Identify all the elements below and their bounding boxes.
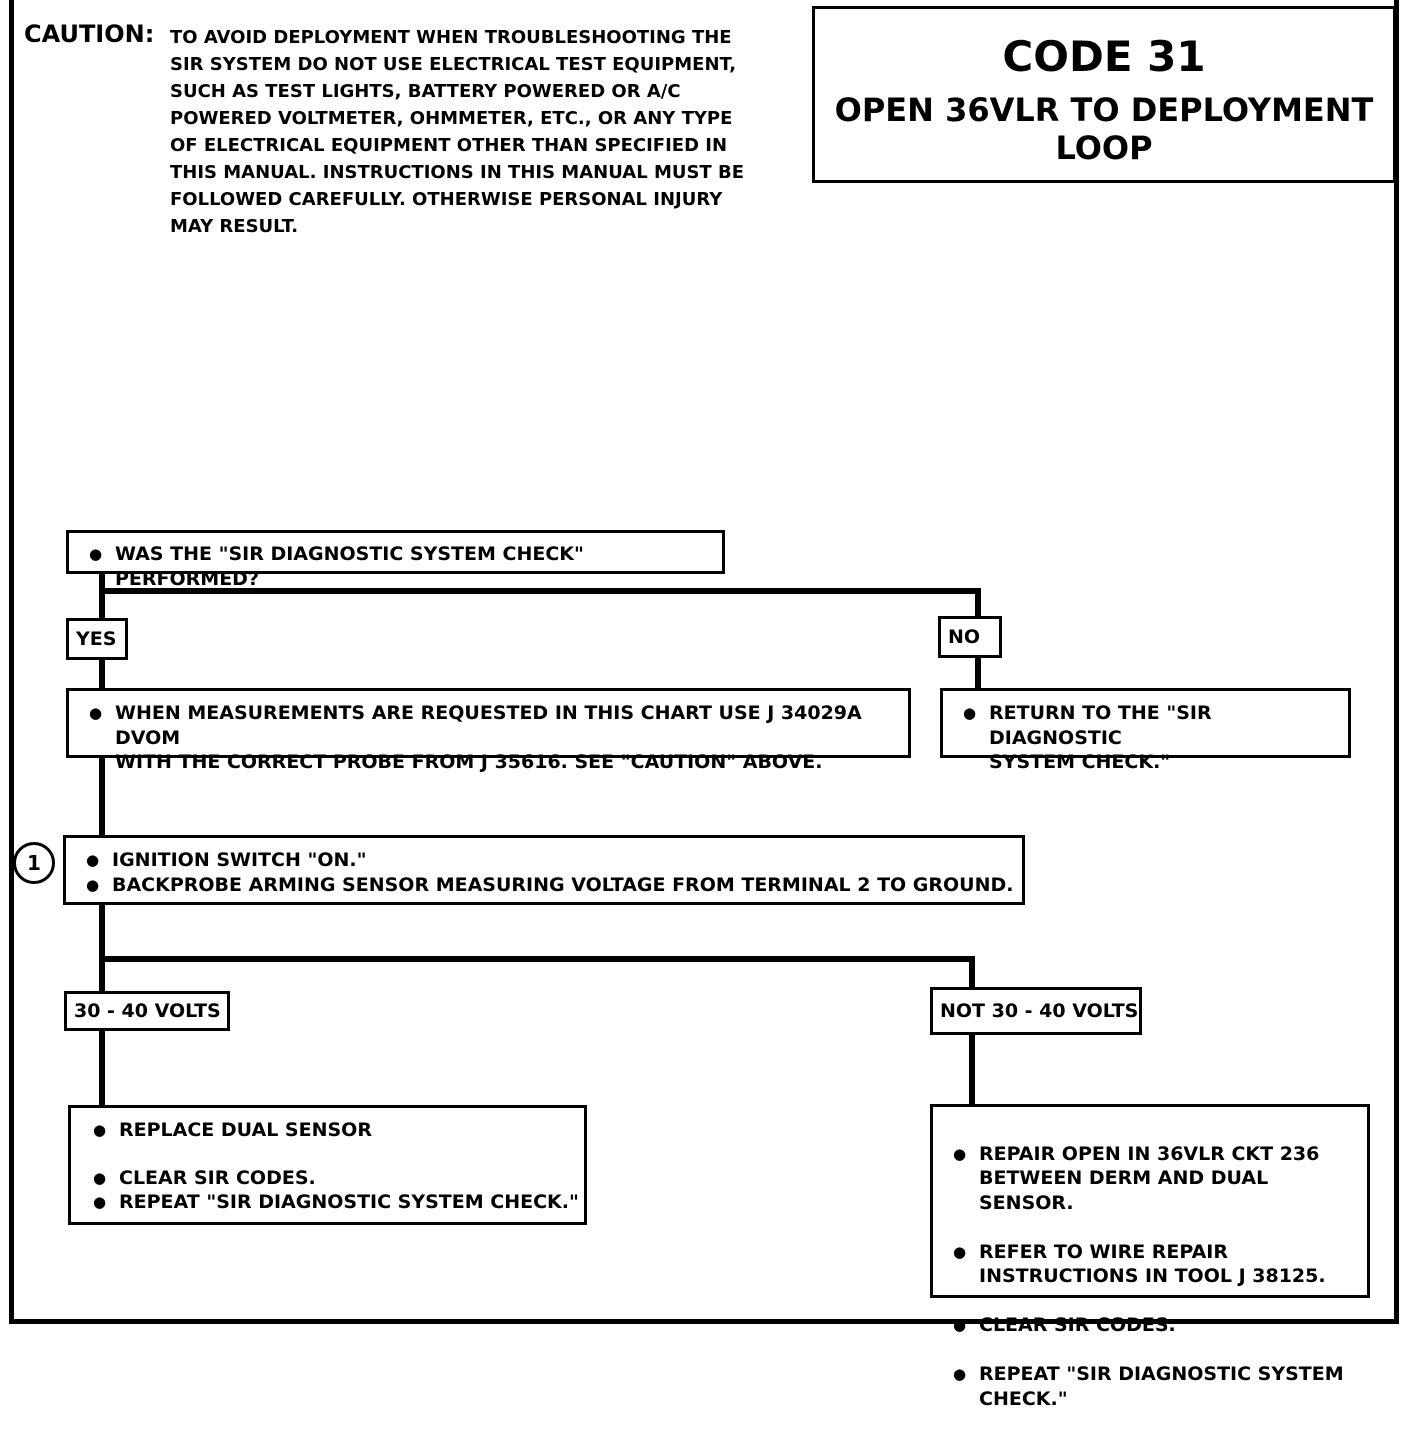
caution-heading: CAUTION:	[24, 20, 155, 48]
list-item: REPEAT "SIR DIAGNOSTIC SYSTEM CHECK."	[85, 1190, 584, 1215]
instruction-line: RETURN TO THE "SIR DIAGNOSTIC	[989, 702, 1212, 749]
caution-line: OF ELECTRICAL EQUIPMENT OTHER THAN SPECI…	[170, 135, 728, 156]
connector-line	[975, 588, 981, 618]
connector-line	[99, 658, 105, 690]
instruction-line: WHEN MEASUREMENTS ARE REQUESTED IN THIS …	[115, 702, 862, 749]
connector-line	[99, 572, 105, 622]
list-item: REPEAT "SIR DIAGNOSTIC SYSTEM CHECK."	[945, 1362, 1367, 1411]
list-item: CLEAR SIR CODES.	[945, 1313, 1367, 1338]
page-frame	[9, 0, 1399, 1324]
instruction-line: SYSTEM CHECK."	[989, 751, 1171, 773]
code-title-box: CODE 31 OPEN 36VLR TO DEPLOYMENT LOOP	[812, 6, 1398, 183]
step-number-marker: 1	[13, 842, 55, 884]
code-subtitle: OPEN 36VLR TO DEPLOYMENT LOOP	[815, 91, 1393, 167]
caution-line: SIR SYSTEM DO NOT USE ELECTRICAL TEST EQ…	[170, 54, 737, 75]
caution-line: TO AVOID DEPLOYMENT WHEN TROUBLESHOOTING…	[170, 27, 732, 48]
list-item: IGNITION SWITCH "ON."	[78, 848, 1022, 873]
no-label: NO	[938, 616, 1002, 658]
connector-line	[969, 1033, 975, 1107]
question-text: WAS THE "SIR DIAGNOSTIC SYSTEM CHECK" PE…	[81, 542, 722, 591]
list-item: CLEAR SIR CODES.	[85, 1166, 584, 1191]
connector-line	[99, 588, 981, 594]
list-item: REPAIR OPEN IN 36VLR CKT 236 BETWEEN DER…	[945, 1142, 1367, 1216]
in-range-label: 30 - 40 VOLTS	[64, 991, 230, 1031]
connector-line	[99, 1028, 105, 1108]
connector-line	[975, 656, 981, 690]
code-subtitle-line: OPEN 36VLR TO DEPLOYMENT	[834, 91, 1374, 129]
code-subtitle-line: LOOP	[1055, 129, 1153, 167]
list-item: WHEN MEASUREMENTS ARE REQUESTED IN THIS …	[81, 701, 908, 775]
caution-line: POWERED VOLTMETER, OHMMETER, ETC., OR AN…	[170, 108, 733, 129]
question-box: WAS THE "SIR DIAGNOSTIC SYSTEM CHECK" PE…	[66, 530, 725, 590]
repair-open-box: REPAIR OPEN IN 36VLR CKT 236 BETWEEN DER…	[930, 1104, 1370, 1410]
connector-line	[99, 756, 105, 837]
caution-text: TO AVOID DEPLOYMENT WHEN TROUBLESHOOTING…	[170, 24, 770, 240]
yes-label: YES	[66, 618, 128, 660]
replace-sensor-box: REPLACE DUAL SENSOR CLEAR SIR CODES. REP…	[68, 1105, 587, 1225]
caution-line: FOLLOWED CAREFULLY. OTHERWISE PERSONAL I…	[170, 189, 723, 210]
connector-line	[99, 903, 105, 993]
list-item: REFER TO WIRE REPAIR INSTRUCTIONS IN TOO…	[945, 1240, 1367, 1289]
caution-line: MAY RESULT.	[170, 216, 299, 237]
return-instruction-box: RETURN TO THE "SIR DIAGNOSTIC SYSTEM CHE…	[940, 688, 1351, 773]
connector-line	[99, 956, 975, 962]
step1-box: IGNITION SWITCH "ON." BACKPROBE ARMING S…	[63, 835, 1025, 905]
caution-line: SUCH AS TEST LIGHTS, BATTERY POWERED OR …	[170, 81, 681, 102]
instruction-line: WITH THE CORRECT PROBE FROM J 35616. SEE…	[115, 751, 823, 773]
out-of-range-label: NOT 30 - 40 VOLTS	[930, 987, 1142, 1035]
code-title: CODE 31	[1002, 32, 1206, 81]
caution-line: THIS MANUAL. INSTRUCTIONS IN THIS MANUAL…	[170, 162, 744, 183]
list-item: REPLACE DUAL SENSOR	[85, 1118, 584, 1143]
list-item: BACKPROBE ARMING SENSOR MEASURING VOLTAG…	[78, 873, 1022, 898]
measurement-instruction-box: WHEN MEASUREMENTS ARE REQUESTED IN THIS …	[66, 688, 911, 773]
connector-line	[969, 956, 975, 988]
list-item: RETURN TO THE "SIR DIAGNOSTIC SYSTEM CHE…	[955, 701, 1348, 775]
